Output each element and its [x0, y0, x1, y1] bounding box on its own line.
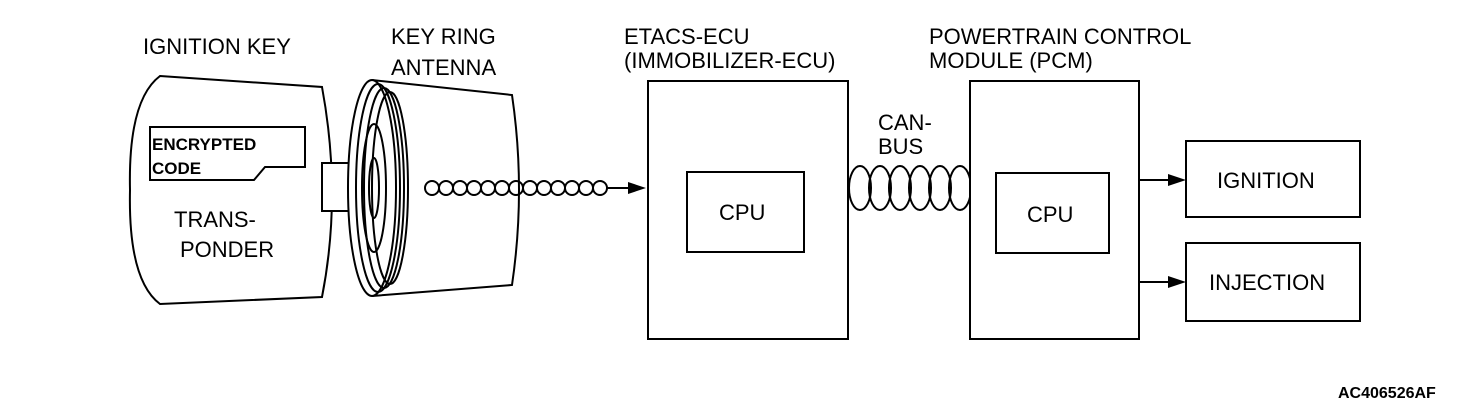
can-bus-coil — [848, 165, 972, 211]
arrow-head-icon — [628, 182, 646, 194]
can-bus-label-line1: CAN- — [878, 110, 932, 135]
etacs-cpu-label: CPU — [719, 200, 765, 225]
pcm-cpu-label: CPU — [1027, 202, 1073, 227]
injection-label: INJECTION — [1209, 270, 1325, 295]
ignition-box — [1185, 140, 1361, 218]
transponder-label-line2: PONDER — [180, 237, 274, 262]
key-ring-label-line2: ANTENNA — [391, 55, 496, 80]
ignition-key-shape — [128, 74, 333, 306]
ignition-arrow-icon — [1168, 174, 1186, 186]
etacs-ecu-label-line1: ETACS-ECU — [624, 24, 750, 49]
can-bus-label-line2: BUS — [878, 134, 923, 159]
antenna-coil-signal — [424, 180, 646, 196]
pcm-cpu-box — [995, 172, 1110, 254]
etacs-cpu-box — [686, 171, 805, 253]
injection-box — [1185, 242, 1361, 322]
ignition-key-label: IGNITION KEY — [143, 34, 291, 59]
key-ring-label-line1: KEY RING — [391, 24, 496, 49]
pcm-label-line1: POWERTRAIN CONTROL — [929, 24, 1191, 49]
pcm-label-line2: MODULE (PCM) — [929, 48, 1093, 73]
injection-arrow-icon — [1168, 276, 1186, 288]
encrypted-code-line1: ENCRYPTED — [152, 135, 256, 154]
transponder-label-line1: TRANS- — [174, 207, 256, 232]
figure-code: AC406526AF — [1338, 385, 1436, 402]
encrypted-code-box — [149, 126, 306, 181]
antenna-body — [371, 79, 520, 297]
ignition-label: IGNITION — [1217, 168, 1315, 193]
key-ring-antenna — [347, 79, 520, 297]
etacs-ecu-label-line2: (IMMOBILIZER-ECU) — [624, 48, 835, 73]
encrypted-code-line2: CODE — [152, 159, 201, 178]
